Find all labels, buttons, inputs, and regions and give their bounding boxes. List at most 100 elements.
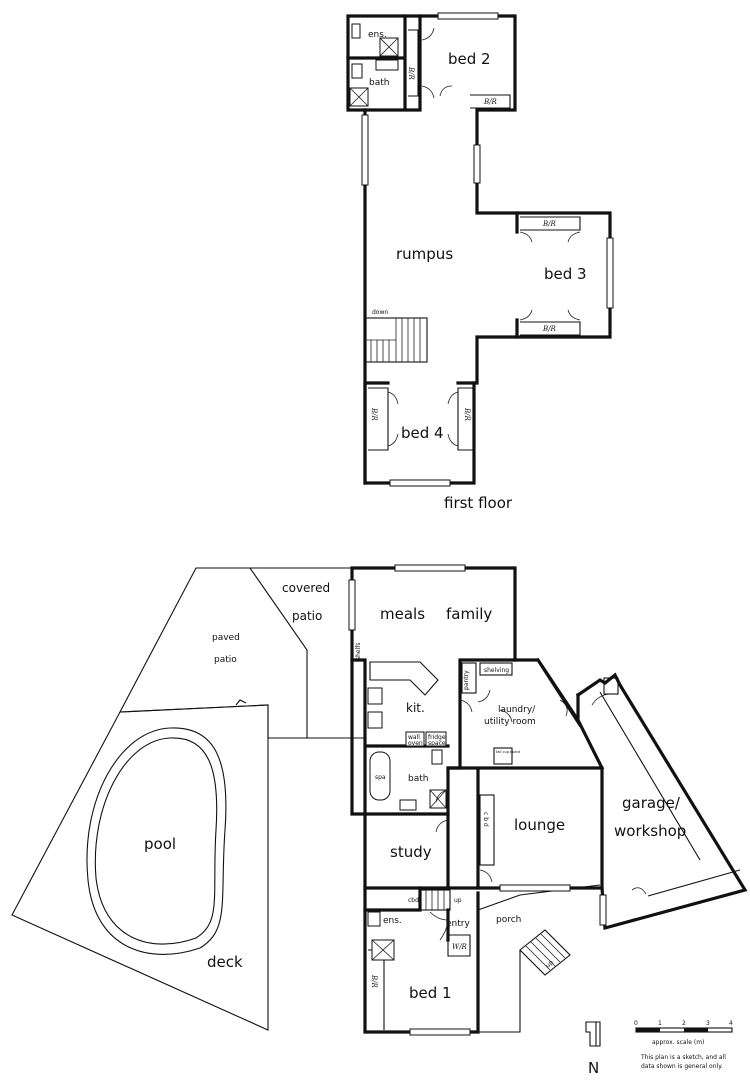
scale-caption: approx. scale (m)	[652, 1039, 704, 1046]
bath-ground-label: bath	[408, 774, 428, 784]
tall-cupboard	[493, 747, 513, 765]
down-label: down	[372, 309, 388, 316]
wall-oven-fixture	[405, 731, 425, 747]
porch-up-label: up	[544, 959, 554, 969]
ens-label: ens.	[368, 30, 387, 40]
bed1-label: bed 1	[409, 984, 452, 1002]
bed3-label: bed 3	[544, 265, 587, 283]
toilet-fixture-2	[351, 63, 363, 79]
first-floor: ens. bath bed 2 rumpus bed 3 bed 4 down …	[346, 12, 614, 512]
bed4-top-wall	[363, 381, 476, 485]
first-floor-inner-walls	[346, 14, 422, 112]
scale-tick-0: 0	[634, 1020, 638, 1027]
bed2-wardrobes	[408, 29, 511, 109]
bed3-window	[606, 237, 614, 309]
porch-steps	[519, 929, 571, 976]
wall-oven-label-1: wall	[408, 734, 420, 741]
covered-patio-label-1: covered	[282, 581, 330, 595]
bed1-window	[409, 1028, 471, 1036]
porch-outline	[477, 884, 601, 1033]
bath-label: bath	[369, 78, 389, 88]
rumpus-window-west	[361, 114, 369, 186]
bir-label-bed3-bottom: B/R	[542, 325, 557, 333]
meals-window-west	[348, 579, 356, 631]
bir-bed1-label: B/R	[370, 974, 378, 989]
bir-label-bed3-top: B/R	[542, 220, 557, 228]
spa-fixture	[369, 751, 391, 801]
bed3-wardrobes	[520, 216, 581, 336]
bir-label-bed4-left: B/R	[370, 407, 378, 422]
stairs-first-floor	[364, 317, 428, 363]
garage-shelf	[603, 677, 619, 695]
scale-bar	[635, 1027, 733, 1033]
toilet-ground	[431, 749, 443, 765]
first-floor-outer-wall	[346, 14, 612, 485]
rumpus-window-east	[473, 144, 481, 184]
garage-inner	[599, 691, 741, 897]
note-line-2: data shown is general only.	[641, 1063, 723, 1070]
lounge-window	[499, 884, 571, 892]
bir-label-bed2-side: B/R	[407, 66, 415, 81]
bir-label-bed4-right: B/R	[463, 407, 471, 422]
garage-label-2: workshop	[614, 822, 686, 840]
paved-patio-outline	[119, 567, 308, 739]
scale-tick-3: 3	[706, 1020, 710, 1027]
note-line-1: This plan is a sketch, and all	[640, 1054, 726, 1061]
bed2-window	[437, 12, 499, 20]
rumpus-label: rumpus	[396, 245, 453, 263]
kitchen-bench	[369, 661, 439, 696]
up-label: up	[454, 897, 462, 904]
deck-label: deck	[207, 953, 243, 971]
door-swings-first	[387, 27, 581, 447]
paved-patio-label-2: patio	[214, 655, 237, 665]
pantry-label: pantry	[463, 670, 470, 690]
paved-patio-label-1: paved	[212, 633, 240, 643]
pantry-box	[461, 662, 477, 694]
bed4-wardrobes	[368, 387, 474, 451]
meals-window	[394, 564, 466, 572]
laundry-label-2: utility room	[484, 717, 536, 727]
door-swings-ground	[429, 689, 647, 941]
kit-label: kit.	[406, 701, 425, 715]
first-floor-title: first floor	[444, 494, 513, 512]
north-label: N	[588, 1059, 599, 1077]
tall-cupboard-label: tall cup board	[496, 750, 520, 754]
sink-fixture	[367, 687, 383, 705]
entry-label: entry	[446, 919, 470, 929]
scale-tick-4: 4	[729, 1020, 733, 1027]
cooktop-fixture	[367, 711, 383, 729]
shelving-label: shelving	[484, 667, 509, 674]
meals-label: meals	[380, 605, 425, 623]
vanity-fixture	[375, 59, 399, 71]
covered-patio-outline	[250, 567, 365, 739]
cbd-vertical-label: c b d	[482, 812, 489, 827]
deck-outline	[11, 704, 269, 1031]
shelfs-label: shelfs	[355, 642, 362, 660]
legend: N 0 1 2 3 4 approx. scale (m) This plan …	[585, 1020, 733, 1077]
toilet-fixture	[351, 23, 361, 39]
pool-outer	[86, 727, 227, 955]
ground-floor: covered patio paved patio meals family k…	[11, 564, 748, 1036]
vanity-ground	[399, 799, 417, 811]
spa-label: spa	[375, 774, 386, 781]
family-label: family	[446, 605, 492, 623]
pool-inner	[94, 737, 218, 945]
stairs-ground	[419, 889, 451, 911]
porch-label: porch	[496, 915, 521, 925]
fridge-label-1: fridge	[428, 734, 446, 741]
ground-floor-outer-wall	[350, 566, 517, 1034]
study-label: study	[390, 843, 432, 861]
covered-patio-label-2: patio	[292, 609, 322, 623]
scale-tick-1: 1	[658, 1020, 662, 1027]
laundry-label-1: laundry/	[498, 705, 536, 715]
scale-tick-2: 2	[682, 1020, 686, 1027]
fridge-space-fixture	[425, 731, 447, 747]
wall-oven-label-2: oven	[408, 740, 423, 747]
cbd-lounge	[479, 794, 495, 866]
wir-label: W/R	[452, 943, 468, 951]
bed2-label: bed 2	[448, 50, 491, 68]
ens-toilet	[367, 911, 381, 927]
bed4-label: bed 4	[401, 424, 444, 442]
